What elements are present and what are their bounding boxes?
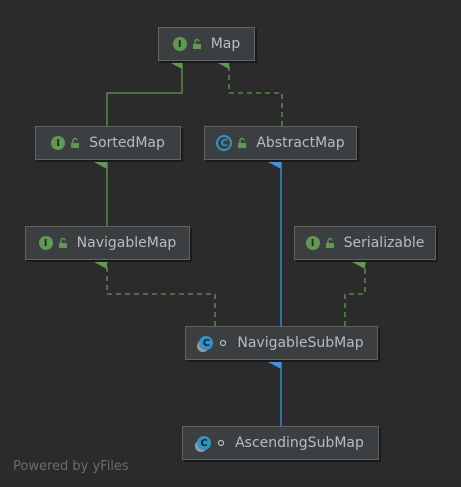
edge-abstractmap-to-map (216, 55, 283, 126)
node-abstractmap[interactable]: C AbstractMap (204, 126, 357, 160)
node-navigablesubmap[interactable]: C NavigableSubMap (185, 326, 378, 360)
abstract-class-icon: C (216, 135, 233, 151)
node-label: NavigableSubMap (237, 335, 364, 351)
edge-navigablesubmap-to-serializable (344, 255, 366, 326)
edge-sortedmap-to-map (106, 55, 183, 126)
node-sortedmap[interactable]: I SortedMap (35, 126, 181, 160)
footer-credit: Powered by yFiles (13, 459, 129, 474)
package-private-visibility-icon (215, 437, 227, 449)
static-abstract-class-icon: C (199, 336, 214, 350)
node-navigablemap[interactable]: I NavigableMap (25, 226, 190, 260)
node-label: AbstractMap (256, 135, 345, 151)
static-class-icon: C (197, 436, 212, 450)
public-visibility-icon (236, 137, 248, 149)
interface-icon: I (172, 37, 187, 51)
node-label: SortedMap (89, 135, 165, 151)
edge-navigablesubmap-to-navigablemap (94, 255, 216, 326)
node-label: NavigableMap (76, 235, 177, 251)
public-visibility-icon (57, 237, 69, 249)
package-private-visibility-icon (217, 337, 229, 349)
public-visibility-icon (324, 237, 336, 249)
node-label: Serializable (343, 235, 425, 251)
interface-icon: I (51, 136, 66, 150)
public-visibility-icon (191, 38, 203, 50)
interface-icon: I (38, 236, 53, 250)
node-map[interactable]: I Map (158, 27, 255, 61)
node-label: Map (210, 36, 241, 52)
interface-icon: I (305, 236, 320, 250)
node-ascendingsubmap[interactable]: C AscendingSubMap (182, 426, 379, 460)
public-visibility-icon (69, 137, 81, 149)
node-label: AscendingSubMap (235, 435, 364, 451)
node-serializable[interactable]: I Serializable (294, 226, 436, 260)
